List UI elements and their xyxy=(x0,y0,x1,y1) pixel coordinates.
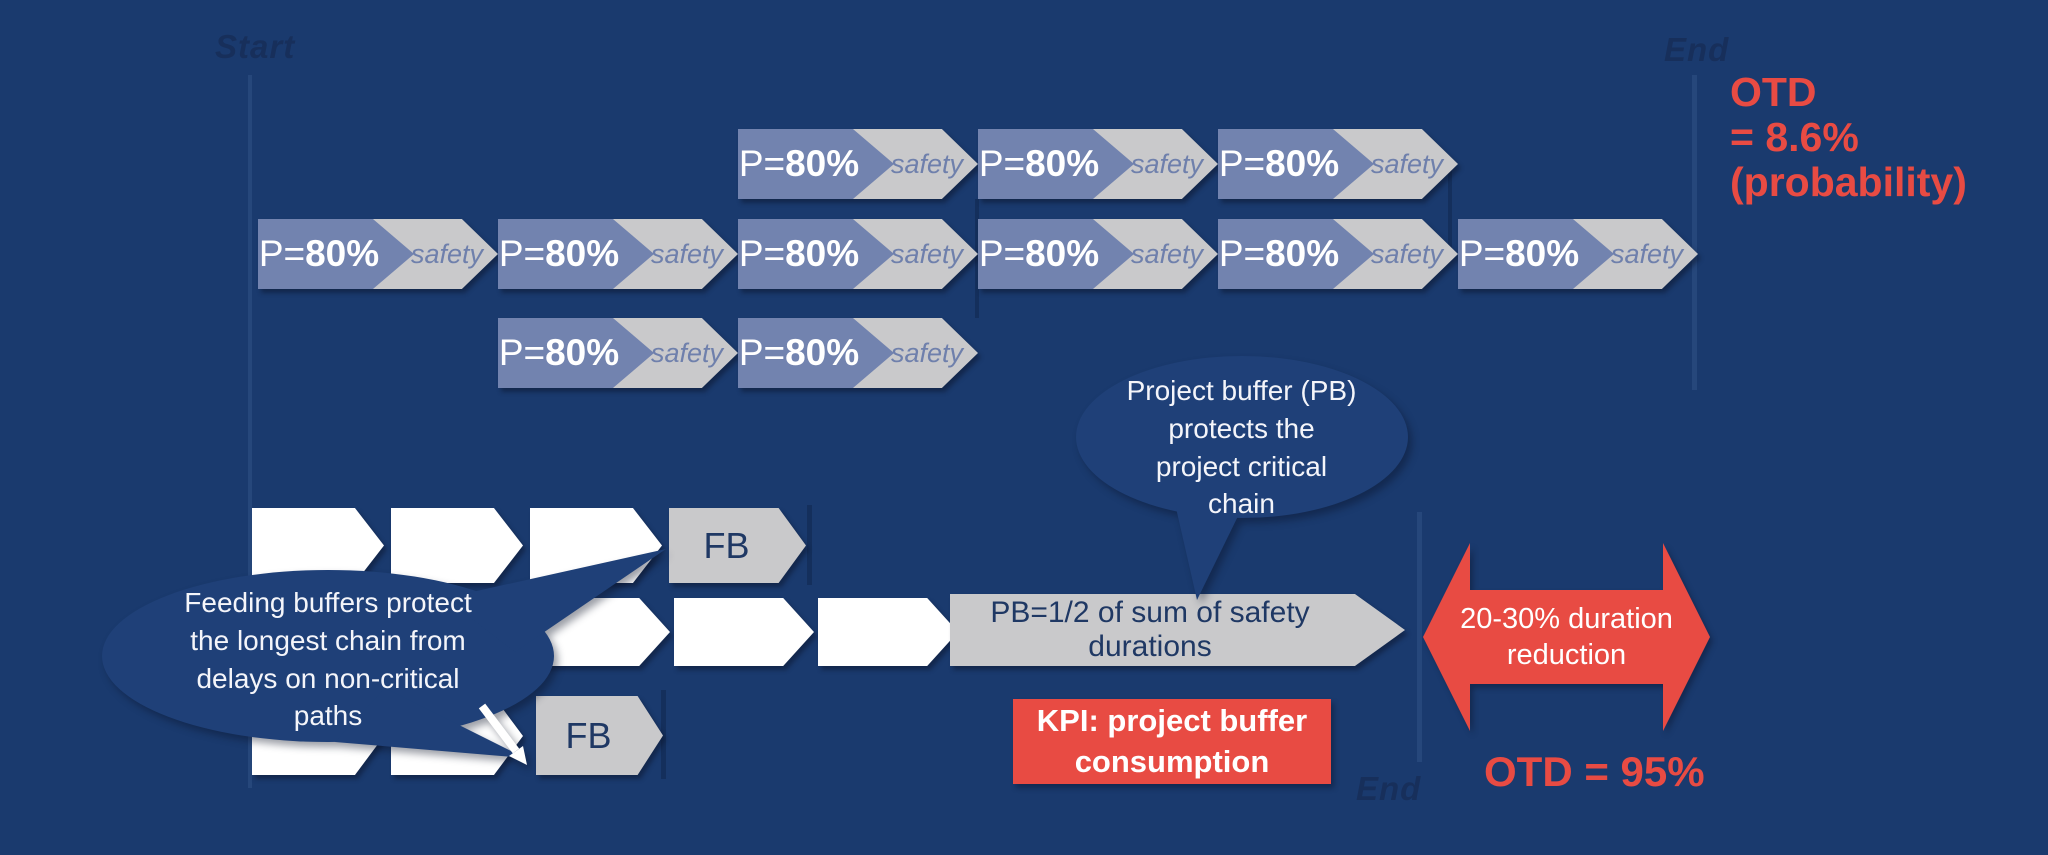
safety-label: safety xyxy=(890,148,964,179)
task-probability-label: P=80% xyxy=(498,233,620,274)
project-bubble-shape xyxy=(1076,356,1408,600)
end-label-top: End xyxy=(1664,31,1730,68)
task-arrow-main-chain-4: P=80% safety xyxy=(978,219,1218,289)
project-buffer-label: PB=1/2 of sum of safety durations xyxy=(990,595,1310,664)
duration-reduction-text: 20-30% duration reduction xyxy=(1423,543,1710,731)
buffered-task-arrow-2 xyxy=(674,598,814,666)
project-bubble-tail xyxy=(1176,508,1242,600)
task-probability-label: P=80% xyxy=(498,332,620,373)
task-arrow-main-chain-5: P=80% safety xyxy=(1218,219,1458,289)
feeding-buffer-top-label: FB xyxy=(703,524,750,566)
project-buffer-shape: PB=1/2 of sum of safety durations xyxy=(950,594,1405,666)
feeding-buffer-bottom-label: FB xyxy=(565,714,612,756)
safety-label: safety xyxy=(1370,148,1444,179)
task-probability-label: P=80% xyxy=(738,233,860,274)
duration-reduction-arrow xyxy=(1423,543,1710,731)
task-arrow-main-chain-3: P=80% safety xyxy=(738,219,978,289)
end-label-bottom: End xyxy=(1356,770,1422,807)
branch-connector-line-right xyxy=(1448,163,1452,256)
feeding-bubble-shape xyxy=(102,549,666,765)
task-arrow-shape xyxy=(818,598,958,666)
task-probability-label: P=80% xyxy=(1218,233,1340,274)
feeding-bubble-pointer-arrow xyxy=(478,703,520,754)
task-arrow-main-chain-2: P=80% safety xyxy=(498,219,738,289)
task-probability-label: P=80% xyxy=(738,143,860,184)
feeding-buffer-top-milestone-line xyxy=(807,505,812,585)
task-probability-label: P=80% xyxy=(978,143,1100,184)
task-probability-label: P=80% xyxy=(1458,233,1580,274)
safety-label: safety xyxy=(650,238,724,269)
buffered-task-arrow-3 xyxy=(818,598,958,666)
start-milestone-line xyxy=(248,75,252,788)
safety-label: safety xyxy=(1130,238,1204,269)
task-probability-label: P=80% xyxy=(1218,143,1340,184)
feeding-buffer-top-shape: FB xyxy=(669,508,806,583)
duration-reduction-line2: reduction xyxy=(1506,639,1627,671)
feeding-bubble-text: Feeding buffers protect the longest chai… xyxy=(184,587,472,732)
task-arrow-top-branch-3: P=80% safety xyxy=(1218,129,1458,199)
otd-probability-line1: OTD xyxy=(1730,69,1817,115)
task-arrow-top-branch-1: P=80% safety xyxy=(738,129,978,199)
task-arrow-shape xyxy=(674,598,814,666)
task-arrow-bottom-branch-2: P=80% safety xyxy=(738,318,978,388)
feeding-buffer-top: FB xyxy=(669,508,806,583)
task-probability-label: P=80% xyxy=(978,233,1100,274)
end-milestone-line-bottom xyxy=(1417,512,1422,762)
task-probability-label: P=80% xyxy=(258,233,380,274)
safety-label: safety xyxy=(650,337,724,368)
project-bubble-text: Project buffer (PB) protects the project… xyxy=(1126,375,1357,520)
task-arrow-main-chain-1: P=80% safety xyxy=(258,219,498,289)
task-arrow-top-branch-2: P=80% safety xyxy=(978,129,1218,199)
feeding-bubble-pointer-arrowhead xyxy=(509,746,527,765)
feeding-buffer-bottom-shape: FB xyxy=(536,696,663,775)
safety-label: safety xyxy=(890,238,964,269)
safety-label: safety xyxy=(1130,148,1204,179)
safety-label: safety xyxy=(410,238,484,269)
otd-after-text: OTD = 95% xyxy=(1484,748,1705,795)
duration-reduction-line1: 20-30% duration xyxy=(1460,602,1673,635)
safety-label: safety xyxy=(890,337,964,368)
buffered-task-arrow-2 xyxy=(391,508,523,583)
task-arrow-bottom-branch-1: P=80% safety xyxy=(498,318,738,388)
safety-label: safety xyxy=(1370,238,1444,269)
task-probability-label: P=80% xyxy=(738,332,860,373)
otd-probability-line2: = 8.6% xyxy=(1730,114,1859,160)
feeding-buffer-bottom-milestone-line xyxy=(661,690,666,779)
feeding-buffer-bottom: FB xyxy=(536,696,663,775)
feeding-bubble-tail-bottom xyxy=(335,688,525,758)
safety-label: safety xyxy=(1610,238,1684,269)
kpi-label: KPI: project buffer consumption xyxy=(1036,702,1308,779)
branch-connector-line-left xyxy=(975,199,979,318)
end-milestone-line-top xyxy=(1692,75,1697,390)
otd-probability-text: OTD = 8.6% (probability) xyxy=(1730,70,1967,205)
start-label: Start xyxy=(215,28,296,65)
otd-probability-line3: (probability) xyxy=(1730,159,1967,205)
project-buffer-arrow: PB=1/2 of sum of safety durations xyxy=(950,594,1405,666)
kpi-box: KPI: project buffer consumption xyxy=(1013,699,1331,784)
feeding-bubble-tail-top xyxy=(445,549,666,652)
task-arrow-main-chain-6: P=80% safety xyxy=(1458,219,1698,289)
task-arrow-shape xyxy=(391,508,523,583)
